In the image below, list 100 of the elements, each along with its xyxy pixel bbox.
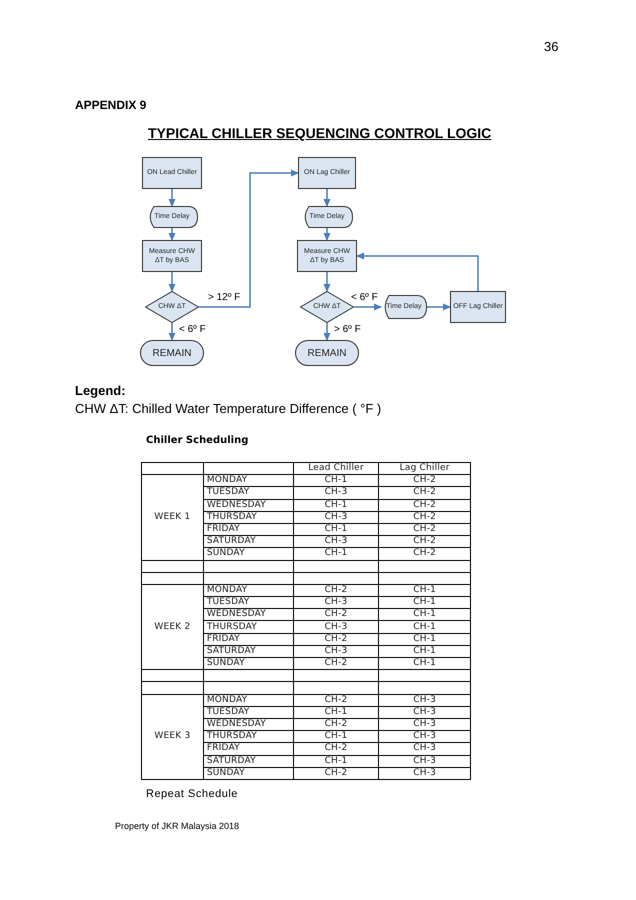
table-cell: THURSDAY [203,620,294,634]
table-cell: CH-1 [293,474,379,487]
table-cell: CH-1 [378,633,470,646]
table-cell: WEDNESDAY [203,718,294,731]
arrow [168,228,176,241]
table-cell: CH-3 [378,730,470,743]
table-cell: CH-1 [293,730,379,743]
table-cell: CH-1 [378,596,470,609]
page-number: 36 [544,38,558,56]
process-box [298,157,356,189]
arrow [324,228,330,241]
table-cell: WEEK 1 [142,474,204,560]
table-cell: SUNDAY [203,658,294,670]
arrow [324,323,330,341]
table-cell: WEDNESDAY [203,499,294,512]
process-box [142,157,202,189]
table-cell: CH-1 [293,523,379,536]
table-cell: CH-2 [378,511,470,524]
edge-label: > 6º F [333,325,362,335]
table-cell: CH-3 [293,645,379,658]
table-cell: Lead Chiller [293,462,379,475]
table-cell: CH-1 [293,706,379,718]
table-cell: MONDAY [203,584,294,597]
table-cell: CH-2 [378,536,470,548]
table-cell: CH-3 [378,767,470,780]
table-cell: CH-1 [293,755,379,768]
table-cell: CH-3 [378,755,470,768]
table-cell: CH-1 [293,548,379,560]
arrow [427,304,451,310]
table-cell: TUESDAY [203,486,294,500]
table-cell: CH-2 [378,474,470,487]
table-cell: CH-3 [293,486,379,500]
table-cell: CH-2 [378,499,470,512]
process-box [450,291,506,323]
arrow [356,252,479,291]
table-cell: SATURDAY [203,645,294,658]
table-cell: MONDAY [203,474,294,487]
table-cell: CH-3 [378,694,470,706]
table-cell: SUNDAY [203,548,294,560]
legend-heading: Legend: [75,382,126,400]
table-cell: CH-3 [293,536,379,548]
table-cell: SATURDAY [203,536,294,548]
table-cell: TUESDAY [203,706,294,718]
table-cell: WEEK 2 [142,584,204,670]
decision-diamond [145,291,199,323]
table-cell: SUNDAY [203,767,294,780]
terminal-shape [140,340,204,366]
table-cell: FRIDAY [203,523,294,536]
table-cell: CH-3 [378,706,470,718]
table-cell: CH-3 [293,511,379,524]
table-cell: CH-1 [378,645,470,658]
table-cell: CH-2 [293,584,379,597]
process-box [297,240,357,272]
edge-label: > 12º F [207,293,242,303]
arrow [168,189,176,207]
terminal-shape [295,340,359,366]
node-text: REMAIN [308,346,346,360]
process-box [142,240,202,272]
table-cell: TUESDAY [203,596,294,609]
table-cell: CH-1 [293,499,379,512]
table-cell: WEEK 3 [142,694,204,780]
table-cell: WEDNESDAY [203,608,294,621]
arrow [324,189,330,207]
table-cell: CH-2 [293,633,379,646]
legend-text: CHW ΔT: Chilled Water Temperature Difference ( °F ) [75,400,382,418]
table-cell: FRIDAY [203,633,294,646]
section-heading: APPENDIX 9 [75,97,146,114]
table-cell: CH-3 [378,718,470,731]
table-cell: CH-1 [378,658,470,670]
table-cell: THURSDAY [203,511,294,524]
edge-label: < 6º F [178,325,207,335]
arrow [324,272,330,292]
edge-label: < 6º F [350,293,379,303]
table-cell: Lag Chiller [378,462,470,475]
node-text: REMAIN [152,346,192,360]
table-title: Chiller Scheduling [146,434,248,448]
table-cell: CH-1 [378,620,470,634]
table-cell: CH-2 [293,718,379,731]
arrow [199,170,299,308]
table-cell: CH-2 [293,694,379,706]
table-cell: CH-1 [378,584,470,597]
arrow [168,272,176,292]
table-cell: CH-2 [293,742,379,755]
table-cell: CH-1 [378,608,470,621]
arrow [168,323,176,341]
diagram-title: TYPICAL CHILLER SEQUENCING CONTROL LOGIC [148,124,492,143]
table-cell: MONDAY [203,694,294,706]
note-text: Repeat Schedule [146,787,238,802]
table-cell: THURSDAY [203,730,294,743]
table-cell: CH-2 [293,608,379,621]
table-cell: CH-3 [378,742,470,755]
table-cell: CH-3 [293,620,379,634]
arrow [354,304,382,310]
note-text: Property of JKR Malaysia 2018 [115,820,240,833]
table-cell: CH-2 [378,486,470,500]
table-cell: CH-3 [293,596,379,609]
table-cell: SATURDAY [203,755,294,768]
table-cell: CH-2 [378,523,470,536]
table-cell: CH-2 [293,767,379,780]
table-cell: FRIDAY [203,742,294,755]
